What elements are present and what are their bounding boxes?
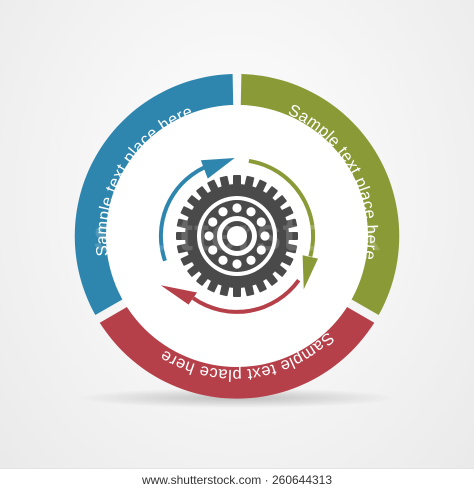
watermark-text: shutterstock [93, 208, 381, 260]
bearing-ball [204, 231, 214, 241]
bearing-ball [218, 255, 228, 265]
bearing-ball [256, 217, 266, 227]
bearing-ball [256, 245, 266, 255]
arrow-blue [158, 165, 206, 262]
bearing-ball [260, 231, 270, 241]
bearing-ball [246, 255, 256, 265]
arrow-blue-head [200, 158, 235, 179]
segment-blue [74, 74, 234, 316]
footer-url: www.shutterstock.com · 260644313 [141, 473, 333, 487]
segment-red [99, 306, 375, 399]
gear-icon [176, 175, 298, 297]
bearing-ball [218, 207, 228, 217]
bearing-ball [232, 203, 242, 213]
arrow-green-head [302, 255, 319, 290]
bearing-ball [208, 245, 218, 255]
arrow-red-head [160, 285, 198, 305]
cycle-diagram: Sample text place here Sample text place… [74, 74, 400, 408]
cycle-arrows [158, 158, 319, 314]
footer-bar: www.shutterstock.com · 260644313 [0, 468, 474, 490]
segment-green [240, 74, 400, 316]
bearing-ball [246, 207, 256, 217]
bearing-ball [208, 217, 218, 227]
bearing-ball [232, 259, 242, 269]
